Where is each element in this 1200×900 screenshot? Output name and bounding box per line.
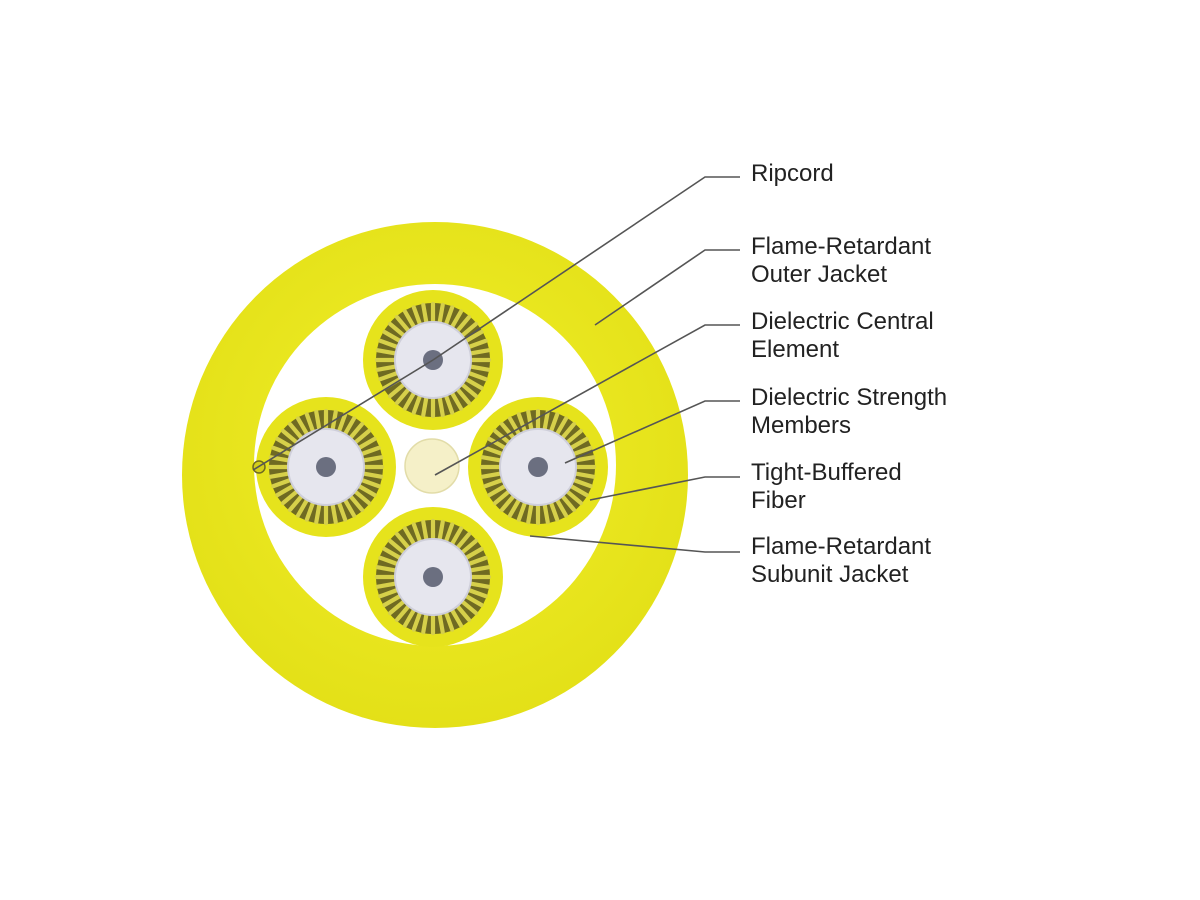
label-tight-buffered-fiber: Tight-Buffered Fiber <box>751 459 908 514</box>
subunit-bottom <box>363 507 503 647</box>
fiber-core <box>528 457 548 477</box>
label-outer-jacket-line2: Outer Jacket <box>751 261 887 288</box>
label-ripcord-line1: Ripcord <box>751 160 834 187</box>
label-outer-jacket: Flame-Retardant Outer Jacket <box>751 233 938 288</box>
leader-central-element <box>434 324 740 476</box>
label-subunit-jacket: Flame-Retardant Subunit Jacket <box>751 533 938 588</box>
leader-subunit-jacket <box>529 535 740 553</box>
strength-member-strands <box>267 408 385 526</box>
label-ripcord: Ripcord <box>751 160 834 187</box>
label-strength-members-line1: Dielectric Strength <box>751 384 947 411</box>
fiber-core <box>316 457 336 477</box>
strength-member-strands <box>374 301 492 419</box>
label-central-element: Dielectric Central Element <box>751 308 940 363</box>
dielectric-central-element <box>404 438 460 494</box>
leader-ripcord-b <box>252 359 434 471</box>
leader-ripcord <box>432 176 740 361</box>
label-tight-buffered-fiber-line2: Fiber <box>751 487 806 514</box>
label-outer-jacket-line1: Flame-Retardant <box>751 233 931 260</box>
label-tight-buffered-fiber-line1: Tight-Buffered <box>751 459 902 486</box>
leader-strength-members <box>564 400 740 464</box>
label-central-element-line1: Dielectric Central <box>751 308 934 335</box>
label-central-element-line2: Element <box>751 336 839 363</box>
strength-member-strands <box>374 518 492 636</box>
label-strength-members-line2: Members <box>751 412 851 439</box>
label-subunit-jacket-line1: Flame-Retardant <box>751 533 931 560</box>
label-subunit-jacket-line2: Subunit Jacket <box>751 561 909 588</box>
strength-member-strands <box>479 408 597 526</box>
fiber-core <box>423 567 443 587</box>
leader-tight-buffered-fiber <box>589 476 740 501</box>
subunit-left <box>256 397 396 537</box>
leader-outer-jacket <box>594 249 740 326</box>
subunit-right <box>468 397 608 537</box>
label-strength-members: Dielectric Strength Members <box>751 384 954 439</box>
